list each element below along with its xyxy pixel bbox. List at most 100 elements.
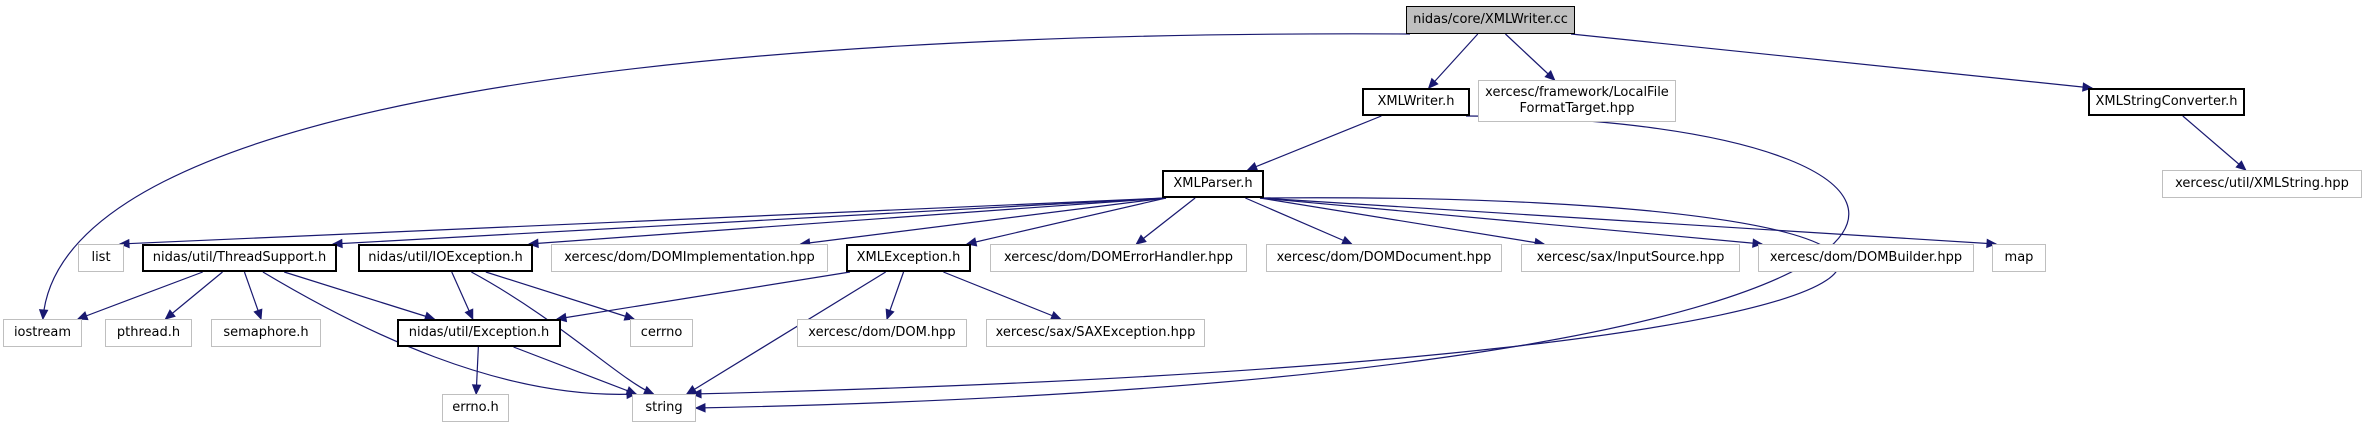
node-label: nidas/util/ThreadSupport.h xyxy=(152,250,327,265)
node-saxexception-hpp: xercesc/sax/SAXException.hpp xyxy=(986,319,1205,347)
node-label-line-1: xercesc/framework/LocalFile xyxy=(1485,85,1669,100)
node-map: map xyxy=(1992,244,2046,272)
node-semaphore-h: semaphore.h xyxy=(211,319,321,347)
node-label: XMLException.h xyxy=(856,250,961,265)
edge-xmlexception-h-to-saxexception-hpp xyxy=(943,271,1061,320)
arrowhead-ioexception-h xyxy=(527,238,539,249)
arrowhead-dom-hpp xyxy=(885,308,895,321)
node-label: XMLStringConverter.h xyxy=(2095,94,2238,109)
edge-xmlparser-h-to-ioexception-h xyxy=(528,197,1167,245)
edge-ioexception-h-to-cerrno xyxy=(485,271,635,320)
edge-exception-h-to-string xyxy=(513,346,637,395)
arrowhead-iostream xyxy=(38,309,49,321)
node-inputsource-hpp: xercesc/sax/InputSource.hpp xyxy=(1521,244,1740,272)
edge-threadsupport-h-to-exception-h xyxy=(284,271,435,320)
edge-xmlparser-h-to-dombuilder-hpp xyxy=(1259,197,1763,245)
arrowhead-list xyxy=(118,238,130,249)
edge-xmlparser-h-to-inputsource-hpp xyxy=(1259,197,1545,245)
node-label: string xyxy=(645,400,683,415)
edge-threadsupport-h-to-string xyxy=(262,271,637,395)
arrowhead-xmlwriter-h xyxy=(1427,77,1439,89)
node-label: cerrno xyxy=(640,325,683,340)
node-cerrno: cerrno xyxy=(630,319,693,347)
arrowhead-string xyxy=(694,403,706,413)
node-label: xercesc/dom/DOMBuilder.hpp xyxy=(1769,250,1963,265)
node-xmlstring-hpp: xercesc/util/XMLString.hpp xyxy=(2162,170,2362,198)
node-localfile-formattarget-hpp: xercesc/framework/LocalFile FormatTarget… xyxy=(1478,80,1676,122)
edges-layer xyxy=(38,33,2247,413)
node-list: list xyxy=(78,244,124,272)
edge-xmlparser-h-to-xmlexception-h xyxy=(966,197,1167,245)
node-dombuilder-hpp: xercesc/dom/DOMBuilder.hpp xyxy=(1758,244,1974,272)
node-label: semaphore.h xyxy=(223,325,309,340)
edge-threadsupport-h-to-pthread-h xyxy=(165,271,223,320)
edge-xmlparser-h-to-domerrorhandler-hpp xyxy=(1136,197,1196,245)
node-label: xercesc/sax/InputSource.hpp xyxy=(1536,250,1725,265)
arrowhead-pthread-h xyxy=(164,309,176,320)
node-label: XMLWriter.h xyxy=(1377,94,1455,109)
node-ioexception-h[interactable]: nidas/util/IOException.h xyxy=(358,244,533,272)
arrowhead-xmlstringconverter-h xyxy=(2082,82,2094,92)
edge-xmlparser-h-to-list xyxy=(119,197,1167,245)
node-domdocument-hpp: xercesc/dom/DOMDocument.hpp xyxy=(1266,244,1502,272)
node-label: errno.h xyxy=(452,400,499,415)
edge-root-to-localfileformattarget xyxy=(1505,33,1555,81)
node-label: xercesc/dom/DOMImplementation.hpp xyxy=(564,250,815,265)
edge-xmlexception-h-to-string xyxy=(686,271,886,395)
node-label: nidas/util/IOException.h xyxy=(368,250,523,265)
node-exception-h[interactable]: nidas/util/Exception.h xyxy=(397,319,561,347)
edge-threadsupport-h-to-iostream xyxy=(77,271,203,320)
edge-xmlwriter-h-to-xmlparser-h xyxy=(1247,115,1382,171)
arrowhead-string xyxy=(625,386,638,396)
node-xmlstringconverter-h[interactable]: XMLStringConverter.h xyxy=(2088,88,2245,116)
node-dom-hpp: xercesc/dom/DOM.hpp xyxy=(797,319,967,347)
arrowhead-domdocument-hpp xyxy=(1341,235,1353,245)
node-label: XMLParser.h xyxy=(1173,176,1253,191)
node-domimplementation-hpp: xercesc/dom/DOMImplementation.hpp xyxy=(551,244,828,272)
node-label: xercesc/dom/DOMDocument.hpp xyxy=(1276,250,1492,265)
node-label: xercesc/dom/DOM.hpp xyxy=(808,325,956,340)
edge-xmlparser-h-to-threadsupport-h xyxy=(332,197,1167,245)
arrowhead-semaphore-h xyxy=(253,308,263,321)
node-xmlwriter-cc: nidas/core/XMLWriter.cc xyxy=(1406,6,1575,34)
node-xmlparser-h[interactable]: XMLParser.h xyxy=(1162,170,1264,198)
node-xmlwriter-h[interactable]: XMLWriter.h xyxy=(1362,88,1470,116)
arrowhead-dombuilder-hpp xyxy=(1752,238,1764,248)
arrowhead-errno-h xyxy=(471,384,482,396)
node-string: string xyxy=(632,394,696,422)
arrowhead-xmlexception-h xyxy=(965,237,978,247)
node-iostream: iostream xyxy=(3,319,82,347)
node-label: xercesc/dom/DOMErrorHandler.hpp xyxy=(1003,250,1234,265)
edge-xmlparser-h-to-map xyxy=(1259,197,1997,245)
edge-xmlstringconverter-h-to-xmlstring-hpp xyxy=(2182,115,2247,171)
node-label: xercesc/sax/SAXException.hpp xyxy=(995,325,1196,340)
node-threadsupport-h[interactable]: nidas/util/ThreadSupport.h xyxy=(142,244,337,272)
edge-root-to-xmlstringconverter-h xyxy=(1570,33,2093,89)
arrowhead-string xyxy=(685,384,698,395)
node-label: xercesc/util/XMLString.hpp xyxy=(2175,176,2349,191)
node-label: map xyxy=(2004,250,2034,265)
node-label: nidas/core/XMLWriter.cc xyxy=(1413,12,1568,27)
arrowhead-domerrorhandler-hpp xyxy=(1135,234,1147,245)
edge-xmlparser-h-to-domdocument-hpp xyxy=(1245,197,1352,245)
node-label-line-2: FormatTarget.hpp xyxy=(1519,101,1635,116)
arrowhead-cerrno xyxy=(623,311,636,321)
edge-root-to-iostream xyxy=(42,33,1411,320)
node-errno-h: errno.h xyxy=(442,394,509,422)
node-label: iostream xyxy=(13,325,72,340)
edge-root-to-xmlwriter-h xyxy=(1428,33,1479,89)
arrowhead-threadsupport-h xyxy=(331,238,343,249)
node-xmlexception-h[interactable]: XMLException.h xyxy=(846,244,971,272)
node-domerrorhandler-hpp: xercesc/dom/DOMErrorHandler.hpp xyxy=(990,244,1247,272)
arrowhead-map xyxy=(1986,238,1998,249)
node-label: list xyxy=(91,250,111,265)
arrowhead-exception-h xyxy=(464,308,474,321)
node-pthread-h: pthread.h xyxy=(105,319,192,347)
node-label: nidas/util/Exception.h xyxy=(408,325,550,340)
arrowhead-localfileformattarget xyxy=(1544,70,1556,81)
edge-xmlparser-h-to-domimplementation-hpp xyxy=(800,197,1167,245)
edge-xmlexception-h-to-exception-h xyxy=(556,271,851,320)
edge-ioexception-h-to-string xyxy=(471,271,654,395)
edge-xmlparser-h-to-string xyxy=(691,197,1840,395)
